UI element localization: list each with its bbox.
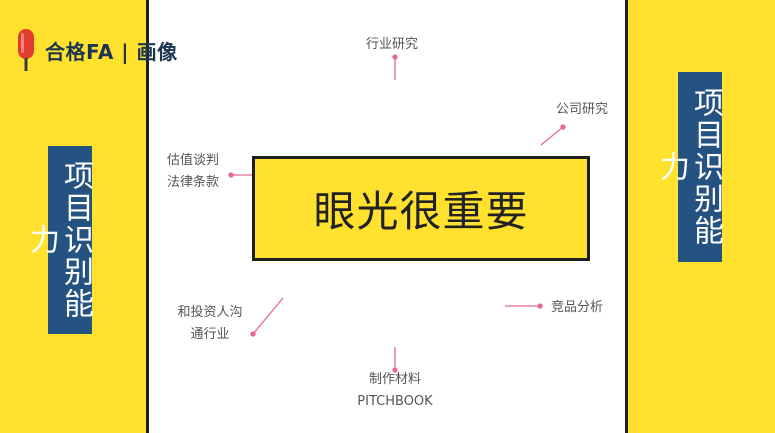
topic-investor: 和投资人沟 通行业 xyxy=(170,302,250,346)
logo-text: 合格FA | 画像 xyxy=(45,39,178,64)
center-title: 眼光很重要 xyxy=(313,187,529,236)
topic-industry-research: 行业研究 xyxy=(366,37,419,52)
topic-investor-line1: 和投资人沟 xyxy=(177,305,243,320)
center-box: 眼光很重要 xyxy=(252,156,590,261)
logo: 合格FA | 画像 xyxy=(17,28,178,72)
topic-valuation-line1: 估值谈判 xyxy=(167,153,220,168)
topic-materials-line1: 制作材料 xyxy=(368,372,421,387)
topic-investor-line2: 通行业 xyxy=(190,327,230,342)
topic-valuation: 估值谈判 法律条款 xyxy=(167,150,219,194)
topic-valuation-line2: 法律条款 xyxy=(167,175,220,190)
topic-materials-line2: PITCHBOOK xyxy=(357,394,433,409)
topic-competitor-analysis: 竞品分析 xyxy=(551,300,604,315)
topic-materials: 制作材料 PITCHBOOK xyxy=(345,369,445,413)
side-label-left: 项目识别能力 xyxy=(24,146,93,334)
popsicle-icon xyxy=(18,29,34,71)
side-label-right: 项目识别能力 xyxy=(654,72,723,262)
topic-company-research: 公司研究 xyxy=(556,102,609,117)
